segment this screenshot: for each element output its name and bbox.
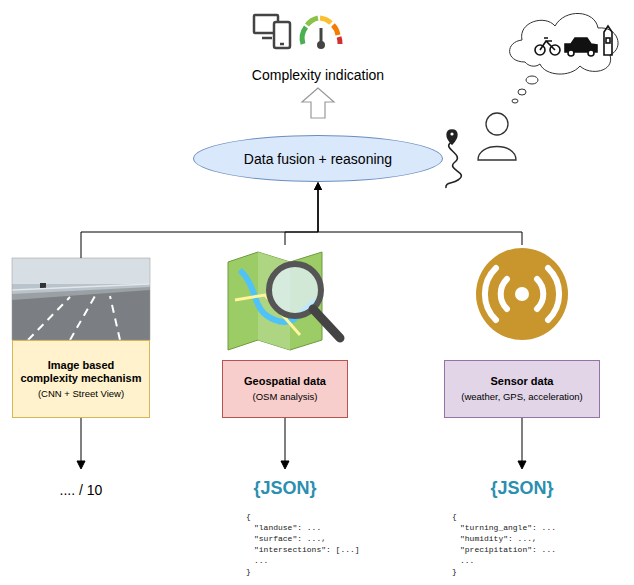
json-line: { (246, 512, 251, 521)
node-title: Geospatial data (244, 375, 326, 388)
node-title: Image based complexity mechanism (18, 359, 144, 385)
node-subtitle: (OSM analysis) (253, 391, 318, 403)
json-line: } (246, 567, 251, 576)
node-title: Sensor data (491, 375, 554, 388)
sensor-icon (476, 248, 568, 340)
map-icon (228, 252, 340, 350)
road-photo (12, 258, 150, 340)
merge-connector (81, 182, 322, 258)
output-label: Complexity indication (252, 67, 384, 83)
json-line: "humidity": ..., (460, 534, 537, 543)
format-label: {JSON} (490, 478, 553, 499)
fusion-ellipse: Data fusion + reasoning (193, 135, 443, 182)
thought-cloud (510, 13, 618, 103)
node-subtitle: (weather, GPS, acceleration) (461, 391, 582, 403)
source-panel: Sensor data (weather, GPS, acceleration) (444, 360, 600, 418)
json-line: { (452, 512, 457, 521)
json-line: } (452, 567, 457, 576)
source-panel: Image based complexity mechanism (CNN + S… (12, 340, 150, 418)
node-title: Data fusion + reasoning (244, 151, 392, 167)
json-line: "turning_angle": ... (460, 523, 556, 532)
format-label: {JSON} (253, 478, 316, 499)
json-line: "intersections": [...] (254, 545, 360, 554)
person-icon (478, 113, 516, 160)
gauge-icon (302, 18, 340, 49)
node-subtitle: (CNN + Street View) (38, 388, 124, 400)
json-line: "surface": ..., (254, 534, 326, 543)
json-line: "precipitation": ... (460, 545, 556, 554)
json-line: ... (460, 556, 474, 565)
score-label: .... / 10 (60, 482, 103, 498)
source-box: Sensor data (weather, GPS, acceleration) (444, 245, 600, 418)
output-arrows (77, 418, 526, 469)
output-arrow (302, 88, 334, 118)
merge-connector (314, 182, 522, 245)
json-line: "landuse": ... (254, 523, 321, 532)
merge-connector (285, 182, 322, 245)
source-box: Geospatial data (OSM analysis) (222, 245, 348, 418)
vehicle-icons (535, 26, 612, 56)
json-line: ... (254, 556, 268, 565)
source-panel: Geospatial data (OSM analysis) (222, 360, 348, 418)
device-icon (254, 15, 290, 48)
route-icon (446, 130, 461, 188)
source-box: Image based complexity mechanism (CNN + S… (12, 258, 150, 418)
